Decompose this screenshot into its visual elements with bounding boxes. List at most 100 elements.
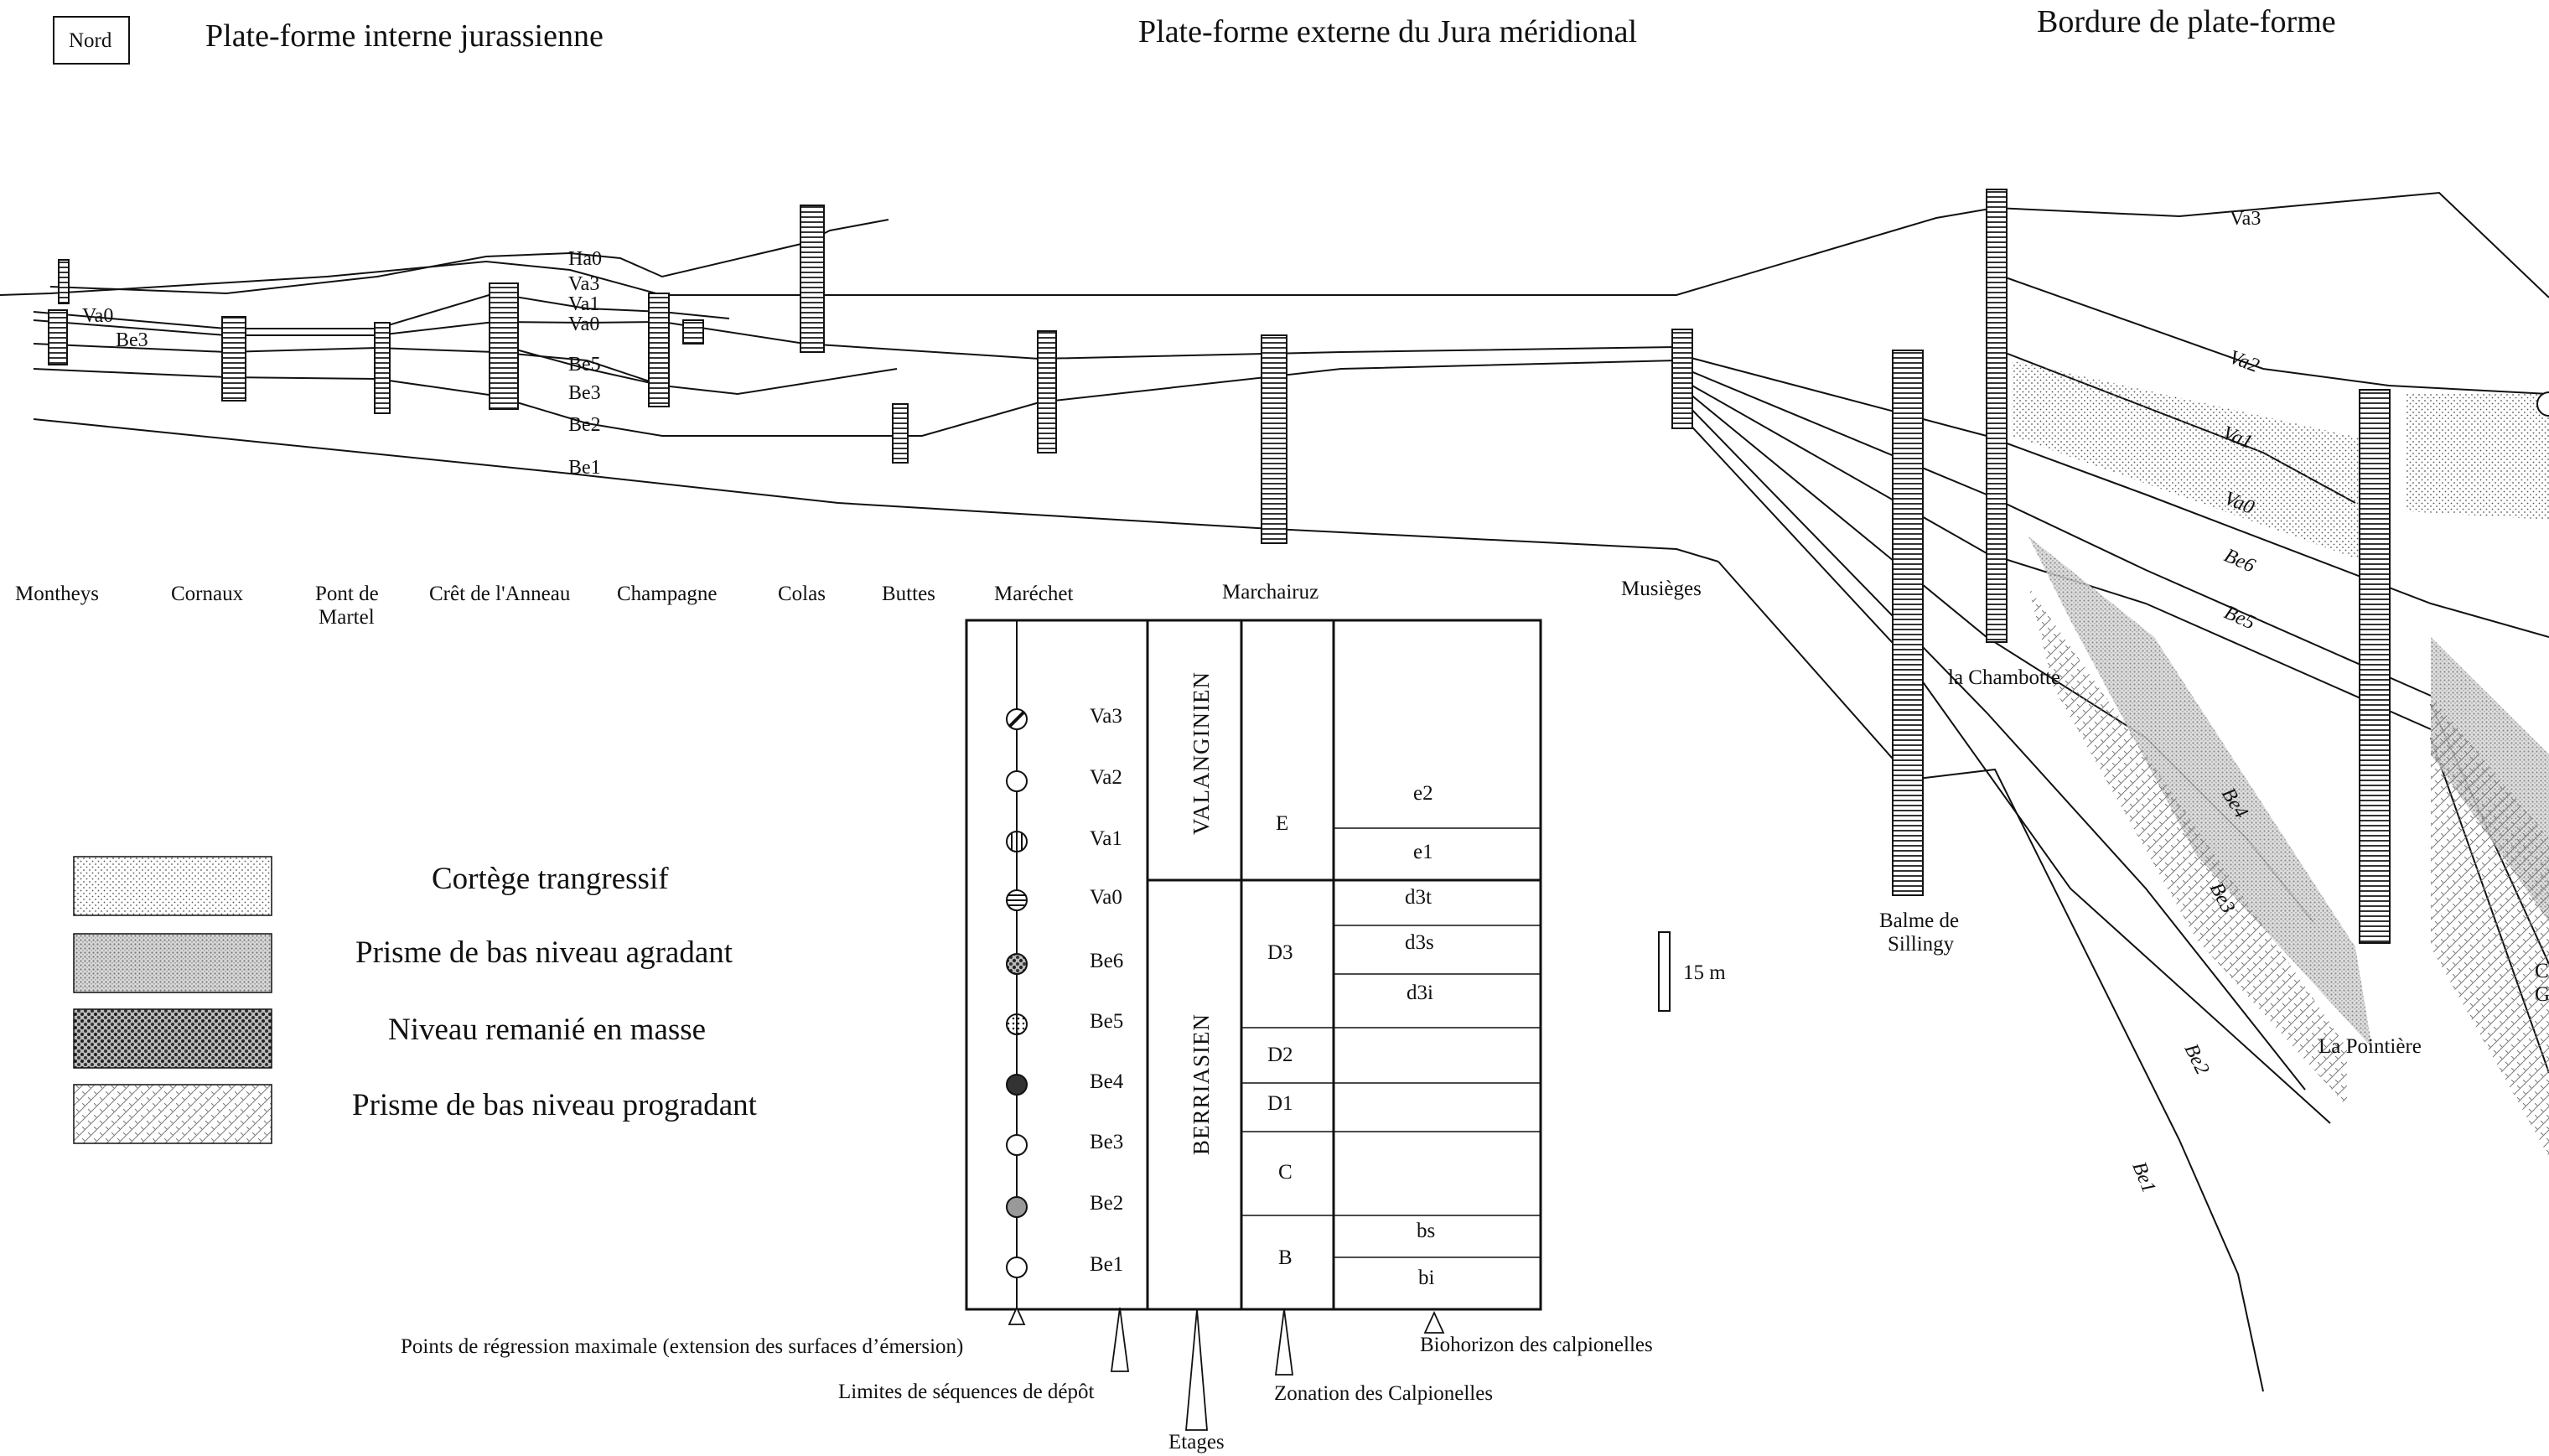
locality-cut-1: C bbox=[2535, 960, 2549, 982]
symbol-va0 bbox=[1007, 890, 1027, 910]
locality-cut-2: G bbox=[2535, 983, 2549, 1006]
label-be1-edge: Be1 bbox=[2127, 1159, 2159, 1196]
locality-la-chambotte: la Chambotte bbox=[1948, 666, 2060, 689]
symbol-be1 bbox=[1007, 1257, 1027, 1277]
legend-swatch-reworked bbox=[74, 1009, 272, 1068]
header-platform-edge: Bordure de plate-forme bbox=[2037, 4, 2336, 39]
label-be5-edge: Be5 bbox=[2221, 602, 2259, 635]
column-la-pointiere bbox=[2360, 390, 2390, 943]
table-seq-va2: Va2 bbox=[1090, 766, 1122, 789]
column-cornaux bbox=[222, 317, 246, 401]
line-va0-left bbox=[34, 320, 1676, 359]
table-seq-be5: Be5 bbox=[1090, 1010, 1123, 1033]
symbol-va2 bbox=[1007, 771, 1027, 791]
legend-label-transgressive: Cortège trangressif bbox=[432, 862, 669, 896]
stratigraphic-columns bbox=[49, 189, 2390, 943]
caption-stages: Etages bbox=[1168, 1431, 1225, 1453]
column-la-chambotte bbox=[1987, 189, 2007, 642]
locality-marechet: Maréchet bbox=[994, 583, 1073, 605]
locality-montheys: Montheys bbox=[15, 583, 99, 605]
locality-champagne: Champagne bbox=[617, 583, 717, 605]
line-be5 bbox=[495, 344, 897, 394]
column-buttes bbox=[893, 404, 908, 463]
table-seq-be3: Be3 bbox=[1090, 1131, 1123, 1153]
zone-b: B bbox=[1278, 1246, 1293, 1269]
locality-buttes: Buttes bbox=[882, 583, 935, 605]
header-external-platform: Plate-forme externe du Jura méridional bbox=[1138, 14, 1637, 49]
bio-e1: e1 bbox=[1413, 841, 1433, 863]
label-be3-montheys: Be3 bbox=[116, 329, 148, 351]
symbol-va3 bbox=[1007, 709, 1027, 729]
column-pont-de-martel bbox=[375, 323, 390, 413]
bio-d3s: d3s bbox=[1405, 931, 1434, 954]
column-colas bbox=[800, 205, 824, 352]
label-va0-left: Va0 bbox=[568, 313, 599, 335]
label-be3-left: Be3 bbox=[568, 382, 601, 404]
table-seq-be1: Be1 bbox=[1090, 1253, 1123, 1276]
table-seq-va3: Va3 bbox=[1090, 705, 1122, 728]
label-va3-edge: Va3 bbox=[2230, 208, 2261, 230]
legend-label-reworked: Niveau remanié en masse bbox=[388, 1013, 706, 1047]
header-internal-platform: Plate-forme interne jurassienne bbox=[205, 18, 604, 54]
locality-la-pointiere: La Pointière bbox=[2318, 1035, 2422, 1058]
label-be1-left: Be1 bbox=[568, 457, 601, 479]
biohorizon-labels: e2 e1 d3t d3s d3i bs bi bbox=[1405, 782, 1435, 1289]
line-va2-edge bbox=[2003, 277, 2549, 394]
column-champagne-small bbox=[683, 320, 703, 344]
stage-valanginien: VALANGINIEN bbox=[1189, 671, 1214, 835]
pointer-stages bbox=[1186, 1309, 1207, 1430]
facies-prograding-lowstand bbox=[2028, 587, 2347, 1106]
caption-biohorizon: Biohorizon des calpionelles bbox=[1420, 1334, 1653, 1356]
bio-e2: e2 bbox=[1413, 782, 1433, 805]
caption-limits: Limites de séquences de dépôt bbox=[838, 1381, 1095, 1403]
zone-d2: D2 bbox=[1267, 1044, 1293, 1066]
column-marchairuz bbox=[1262, 335, 1287, 543]
column-balme-de-sillingy bbox=[1893, 350, 1923, 895]
zone-d1: D1 bbox=[1267, 1092, 1293, 1115]
column-montheys-upper bbox=[59, 260, 69, 303]
legend-label-aggrading: Prisme de bas niveau agradant bbox=[355, 935, 733, 970]
scale-label: 15 m bbox=[1683, 961, 1726, 984]
column-champagne bbox=[649, 293, 669, 407]
table-seq-va0: Va0 bbox=[1090, 886, 1122, 909]
locality-cornaux: Cornaux bbox=[171, 583, 244, 605]
label-va3-left: Va3 bbox=[568, 273, 599, 295]
legend-label-prograding: Prisme de bas niveau progradant bbox=[352, 1088, 758, 1122]
locality-colas: Colas bbox=[778, 583, 826, 605]
label-be6-edge: Be6 bbox=[2221, 545, 2259, 578]
symbol-va1 bbox=[1007, 832, 1027, 852]
scale-bar bbox=[1659, 932, 1670, 1011]
bio-bs: bs bbox=[1417, 1220, 1435, 1242]
label-be2-edge: Be2 bbox=[2180, 1040, 2214, 1078]
locality-pont-de-martel-1: Pont de bbox=[315, 583, 379, 605]
column-marechet bbox=[1038, 331, 1056, 453]
label-ha0: Ha0 bbox=[568, 248, 602, 270]
biostratigraphy-table bbox=[966, 620, 1541, 1309]
table-seq-be6: Be6 bbox=[1090, 950, 1123, 972]
table-seq-va1: Va1 bbox=[1090, 827, 1122, 850]
caption-regression: Points de régression maximale (extension… bbox=[401, 1335, 963, 1358]
facies-shading bbox=[2012, 360, 2549, 1157]
zone-c: C bbox=[1278, 1161, 1293, 1184]
label-be2-left: Be2 bbox=[568, 414, 601, 436]
zone-e: E bbox=[1276, 812, 1288, 835]
label-be5-left: Be5 bbox=[568, 354, 601, 376]
caption-zonation: Zonation des Calpionelles bbox=[1274, 1382, 1493, 1405]
line-be1 bbox=[34, 419, 1718, 562]
table-captions: Points de régression maximale (extension… bbox=[401, 1334, 1653, 1453]
legend-swatch-prograding bbox=[74, 1085, 272, 1143]
zone-d3: D3 bbox=[1267, 941, 1293, 964]
bio-d3t: d3t bbox=[1405, 886, 1432, 909]
pointer-biohorizon bbox=[1425, 1313, 1443, 1333]
line-va3-north bbox=[0, 193, 2549, 298]
symbol-be4 bbox=[1007, 1075, 1027, 1095]
table-sequence-labels: Va3 Va2 Va1 Va0 Be6 Be5 Be4 Be3 Be2 Be1 bbox=[1090, 705, 1124, 1276]
pointer-zonation bbox=[1276, 1309, 1293, 1375]
pointer-limits bbox=[1111, 1308, 1128, 1371]
caption-pointers bbox=[1009, 1308, 1443, 1430]
column-montheys-lower bbox=[49, 310, 67, 365]
bio-d3i: d3i bbox=[1407, 982, 1433, 1004]
line-be2 bbox=[34, 360, 1676, 436]
symbol-be6 bbox=[1007, 954, 1027, 974]
